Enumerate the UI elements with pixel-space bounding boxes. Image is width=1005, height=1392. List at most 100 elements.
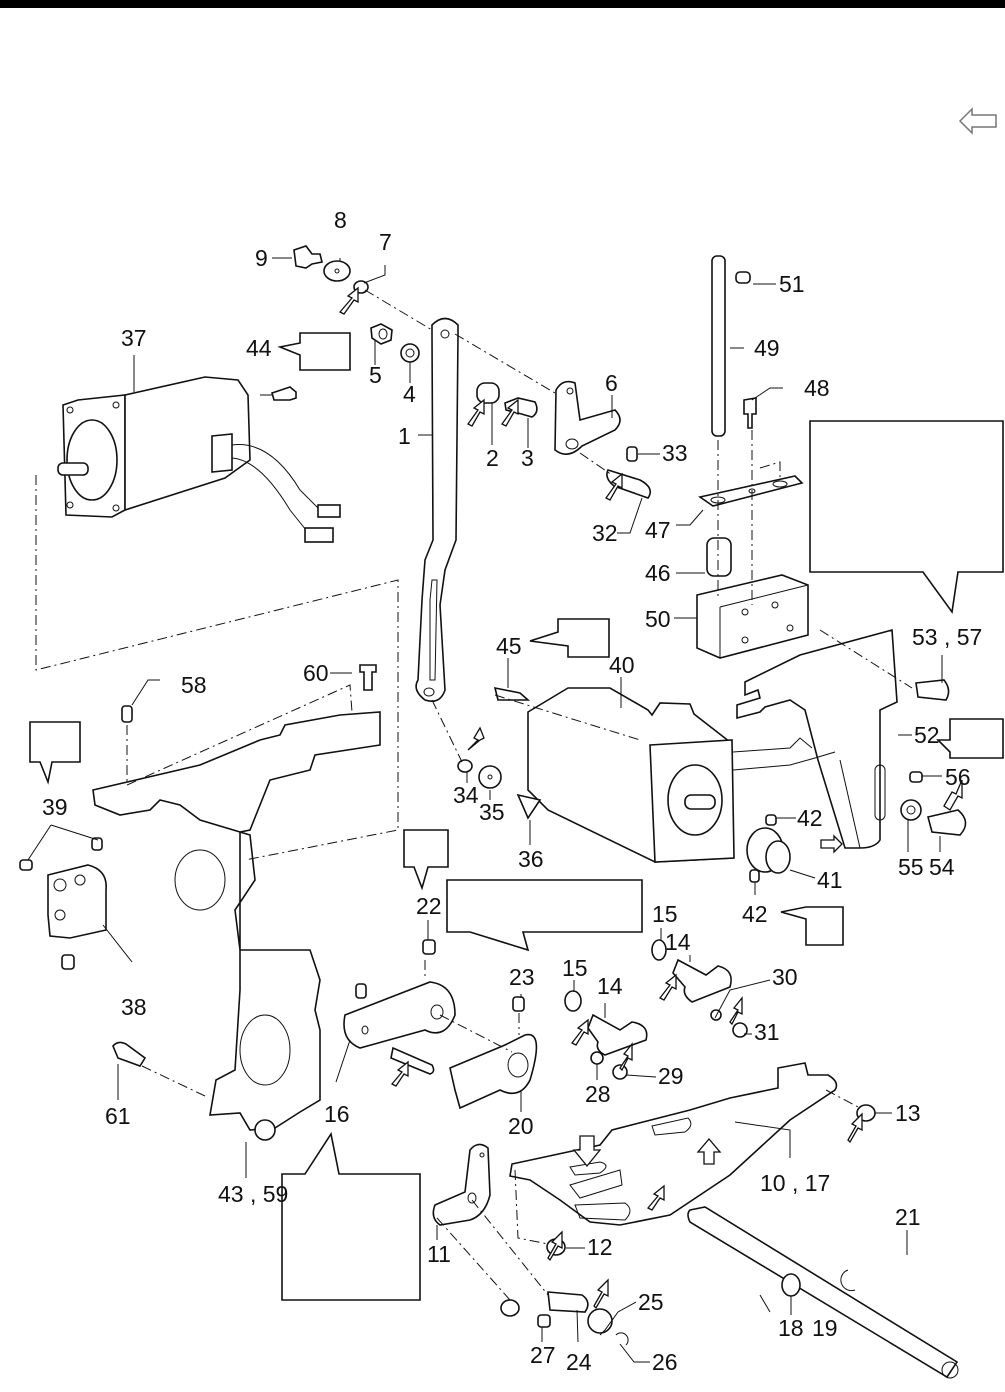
callout-36: 36 xyxy=(518,846,544,872)
set-screw-39b xyxy=(91,837,103,851)
nut-5 xyxy=(370,323,393,345)
callout-24: 24 xyxy=(566,1349,592,1375)
callout-1: 1 xyxy=(398,423,411,449)
lever-pin-14a xyxy=(587,1013,648,1056)
bushing-46 xyxy=(706,537,732,577)
callout-49: 49 xyxy=(754,335,780,361)
e-ring-26 xyxy=(615,1332,629,1346)
set-screw-56 xyxy=(909,771,923,783)
bolt-36 xyxy=(516,793,542,820)
link-arm-1 xyxy=(415,317,459,703)
rack-bracket-52 xyxy=(736,628,898,849)
callout-42a: 42 xyxy=(797,805,823,831)
pin-16 xyxy=(390,1046,435,1075)
base-frame-43-59 xyxy=(92,711,381,1141)
screw-60 xyxy=(359,664,377,691)
left-arrow-icon[interactable] xyxy=(958,106,998,136)
callout-2: 2 xyxy=(486,445,499,471)
callout-9: 9 xyxy=(255,245,268,271)
screw-11 xyxy=(500,1299,520,1317)
callout-30: 30 xyxy=(772,964,798,990)
motor-37 xyxy=(57,376,341,543)
callout-6: 6 xyxy=(605,370,618,396)
callout-34: 34 xyxy=(453,782,479,808)
screw-45 xyxy=(493,686,531,701)
note-box-52 xyxy=(936,718,1004,759)
callout-25: 25 xyxy=(638,1289,664,1315)
callout-55: 55 xyxy=(898,854,924,880)
note-box-39 xyxy=(29,721,81,785)
block-50 xyxy=(696,574,809,659)
note-box-44 xyxy=(277,332,351,371)
collar-30 xyxy=(710,1009,722,1021)
motor-40 xyxy=(527,687,836,863)
callout-32: 32 xyxy=(592,520,618,546)
callout-40: 40 xyxy=(609,652,635,678)
callout-43-59: 43 , 59 xyxy=(218,1181,288,1207)
callout-19: 19 xyxy=(812,1315,838,1341)
callout-61: 61 xyxy=(105,1103,131,1129)
lever-pin-14b xyxy=(672,958,732,1003)
callout-4: 4 xyxy=(403,381,416,407)
callout-41: 41 xyxy=(817,867,843,893)
plate-10-17 xyxy=(509,1062,838,1226)
callout-15b: 15 xyxy=(652,901,678,927)
callout-47: 47 xyxy=(645,517,671,543)
callout-50: 50 xyxy=(645,606,671,632)
callout-46: 46 xyxy=(645,560,671,586)
callout-20: 20 xyxy=(508,1113,534,1139)
callout-38: 38 xyxy=(121,994,147,1020)
screw-61 xyxy=(112,1041,147,1067)
lever-20 xyxy=(449,1033,538,1110)
note-box-22 xyxy=(403,829,449,891)
note-box-42 xyxy=(780,906,844,946)
callout-13: 13 xyxy=(895,1100,921,1126)
set-screw-33 xyxy=(626,446,638,462)
e-ring-21 xyxy=(840,1269,856,1292)
o-ring-15a xyxy=(564,990,582,1012)
callout-51: 51 xyxy=(779,271,805,297)
set-screw-23 xyxy=(512,996,525,1012)
callout-52: 52 xyxy=(914,722,940,748)
callout-10-17: 10 , 17 xyxy=(760,1170,830,1196)
washer-55 xyxy=(900,799,922,821)
callout-56: 56 xyxy=(945,764,971,790)
callout-14b: 14 xyxy=(665,929,691,955)
callout-45: 45 xyxy=(496,633,522,659)
callout-54: 54 xyxy=(929,854,955,880)
washer-35 xyxy=(478,765,502,789)
set-screw-39a xyxy=(19,859,33,871)
screw-54 xyxy=(927,809,967,836)
collar-34 xyxy=(457,759,473,773)
callout-18: 18 xyxy=(778,1315,804,1341)
lever-11 xyxy=(432,1143,491,1226)
callout-35: 35 xyxy=(479,799,505,825)
note-box-15 xyxy=(446,879,643,952)
callout-15a: 15 xyxy=(562,955,588,981)
callout-39: 39 xyxy=(42,794,68,820)
shaft-49 xyxy=(711,255,726,437)
gear-41 xyxy=(746,827,791,874)
callout-21: 21 xyxy=(895,1204,921,1230)
screw-29 xyxy=(612,1064,628,1080)
callout-3: 3 xyxy=(521,445,534,471)
screw-31 xyxy=(732,1022,748,1038)
lever-16 xyxy=(343,981,456,1049)
callout-27: 27 xyxy=(530,1342,556,1368)
callout-23: 23 xyxy=(509,964,535,990)
collar-28 xyxy=(590,1051,604,1065)
o-ring-18 xyxy=(781,1273,801,1297)
callout-60: 60 xyxy=(303,660,329,686)
o-ring-15b xyxy=(651,939,667,961)
callout-44: 44 xyxy=(246,335,272,361)
leader-lines xyxy=(27,257,943,1363)
screw-48 xyxy=(743,397,757,429)
page-top-rule xyxy=(0,0,1005,8)
set-screw-42b xyxy=(749,869,760,883)
set-screw-51 xyxy=(735,271,751,284)
washer-4 xyxy=(400,343,420,363)
note-box-16 xyxy=(281,1131,421,1301)
arrow-indicators xyxy=(338,286,963,1310)
note-box-53-57 xyxy=(809,420,1004,615)
